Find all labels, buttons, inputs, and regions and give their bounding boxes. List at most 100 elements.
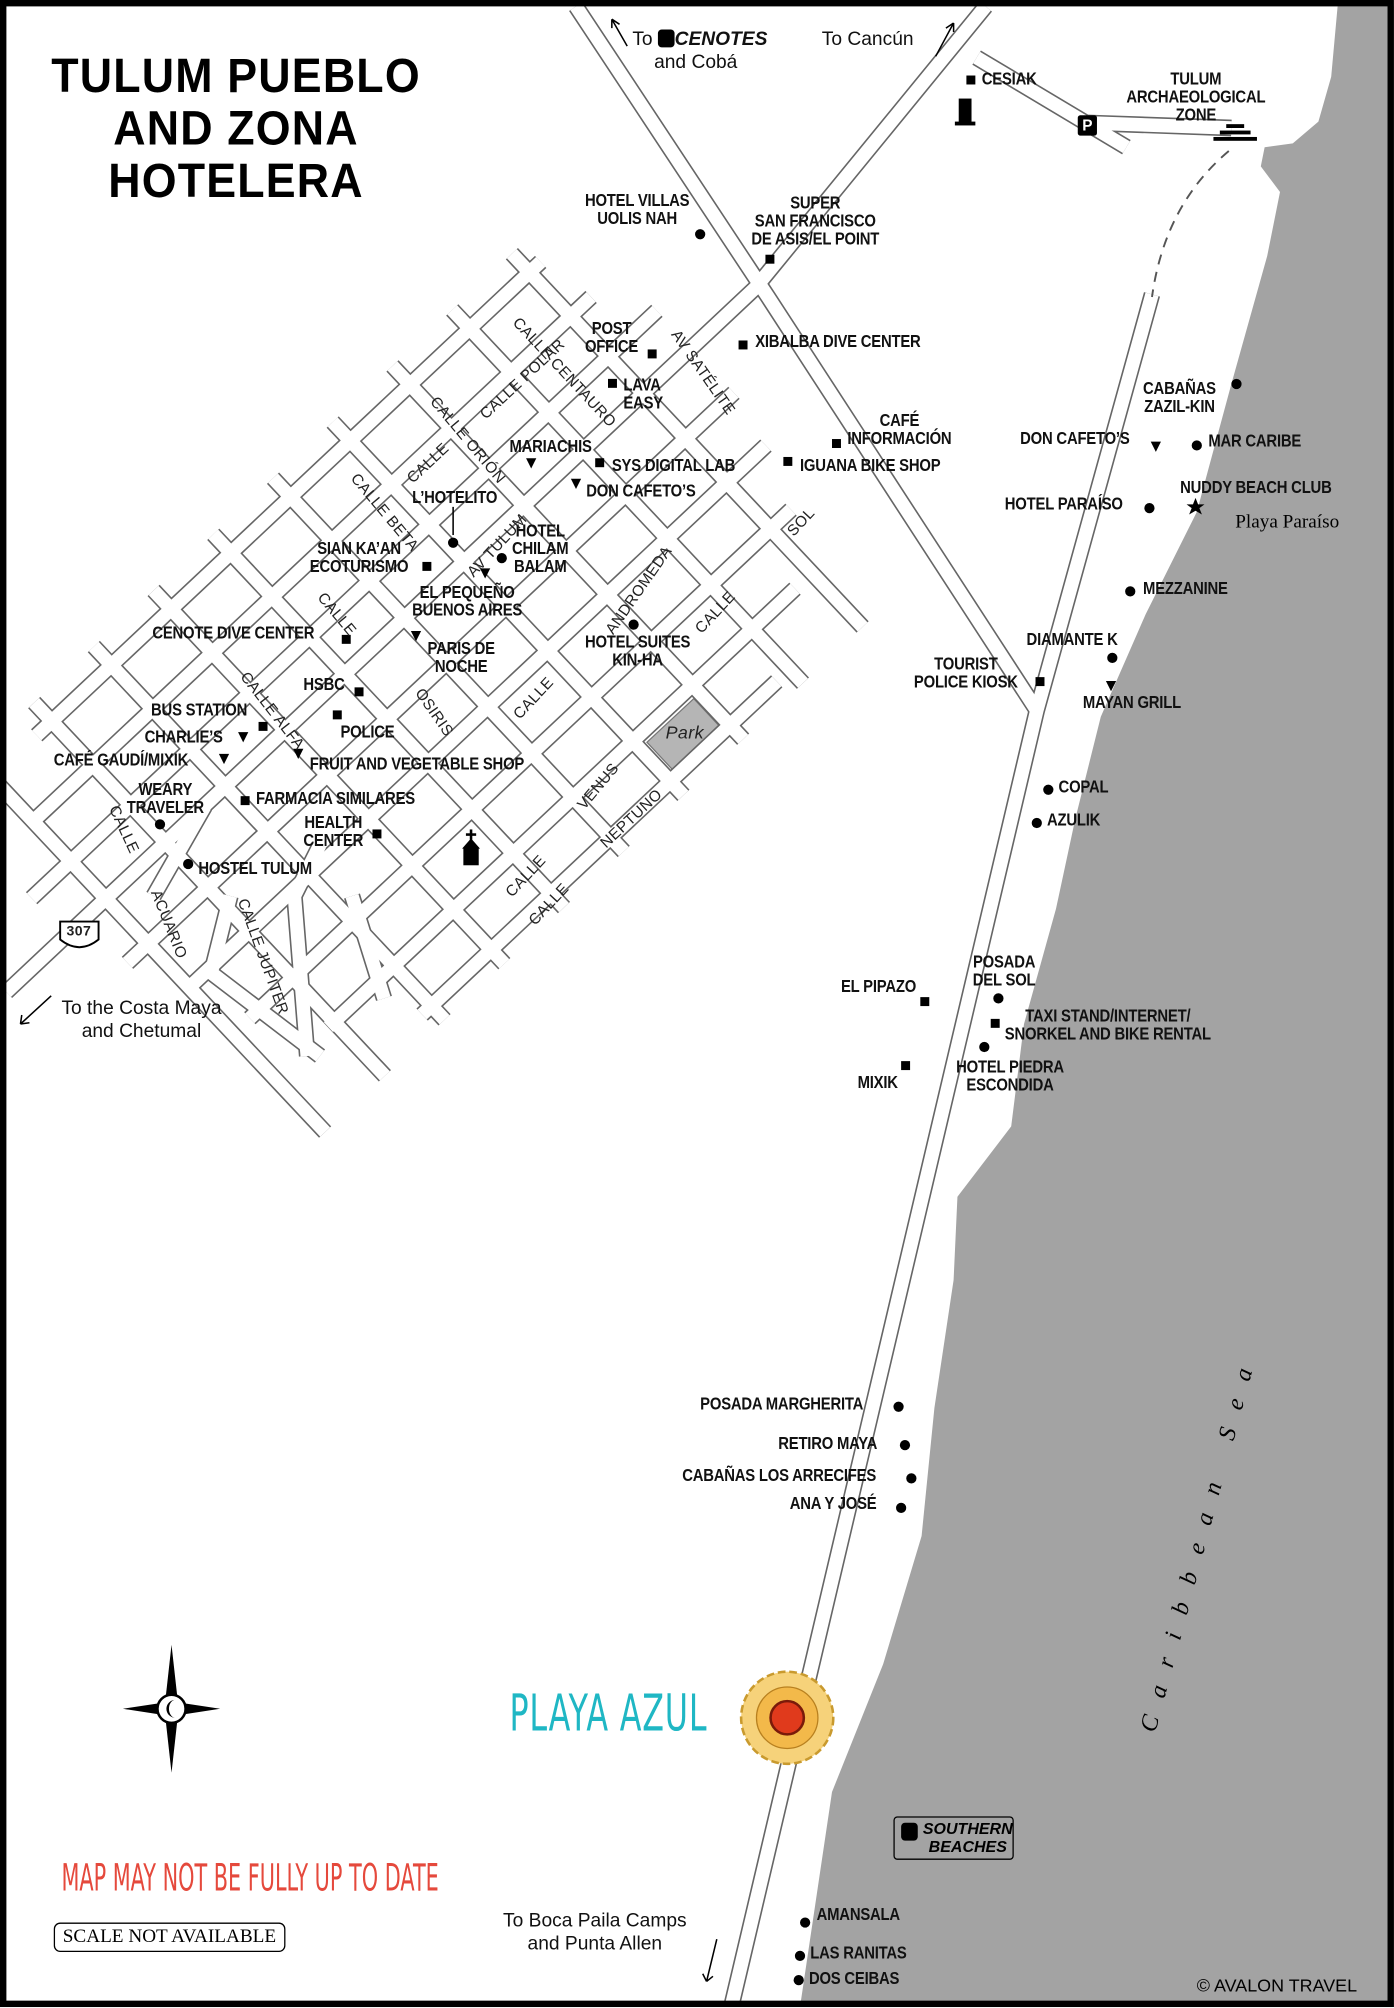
shop-square xyxy=(332,710,342,720)
place-sian-kaan[interactable]: SIAN KA’AN ECOTURISMO xyxy=(309,538,409,576)
place-mayan-grill[interactable]: MAYAN GRILL xyxy=(1082,692,1181,712)
place-amansala[interactable]: AMANSALA xyxy=(816,1904,901,1924)
road xyxy=(208,529,569,913)
place-cafe-gaudi[interactable]: CAFÉ GAUDÍ/MIXIK xyxy=(53,750,189,770)
road xyxy=(417,676,782,1020)
place-cesiak[interactable]: CESIAK xyxy=(981,69,1037,89)
restaurant-triangle xyxy=(410,631,422,642)
shop-square xyxy=(966,75,976,85)
archaeological-zone-label: TULUM ARCHAEOLOGICAL ZONE xyxy=(1126,69,1266,125)
place-cabanas-los-arrecifes[interactable]: CABAÑAS LOS ARRECIFES xyxy=(682,1465,877,1485)
place-tourist-police-kiosk[interactable]: TOURIST POLICE KIOSK xyxy=(913,654,1018,692)
map-credit: © AVALON TRAVEL xyxy=(1196,1975,1358,1996)
to-cenotes-label: To CENOTES xyxy=(632,28,767,51)
shop-square xyxy=(783,456,793,466)
road xyxy=(88,641,450,1025)
road xyxy=(327,417,689,800)
place-mariachis[interactable]: MARIACHIS xyxy=(509,436,592,456)
place-mixik[interactable]: MIXIK xyxy=(857,1072,898,1092)
gas-station-icon xyxy=(954,98,976,126)
place-hotel-piedra-escondida[interactable]: HOTEL PIEDRA ESCONDIDA xyxy=(956,1057,1064,1095)
place-fruit-shop[interactable]: FRUIT AND VEGETABLE SHOP xyxy=(309,753,525,774)
shop-square xyxy=(422,561,432,571)
hotel-dot xyxy=(896,1502,907,1513)
map-title: TULUM PUEBLO AND ZONA HOTELERA xyxy=(51,49,421,209)
place-sys-digital-lab[interactable]: SYS DIGITAL LAB xyxy=(611,455,736,475)
place-hostel-tulum[interactable]: HOSTEL TULUM xyxy=(198,858,312,879)
place-charlies[interactable]: CHARLIE’S xyxy=(144,727,223,747)
hotel-dot xyxy=(1043,784,1054,795)
hotel-dot xyxy=(695,229,706,240)
place-post-office[interactable]: POST OFFICE xyxy=(584,318,639,356)
place-el-pequeno-buenos-aires[interactable]: EL PEQUEÑO BUENOS AIRES xyxy=(412,582,523,620)
road xyxy=(0,776,331,1137)
place-lhotelito[interactable]: L’HOTELITO xyxy=(412,487,498,507)
sun-logo-icon xyxy=(739,1670,835,1766)
place-diamante-k[interactable]: DIAMANTE K xyxy=(1026,629,1118,649)
place-azulik[interactable]: AZULIK xyxy=(1047,810,1101,830)
place-taxi-stand[interactable]: TAXI STAND/INTERNET/ SNORKEL AND BIKE RE… xyxy=(1004,1006,1211,1044)
to-costa-maya-label: To the Costa Maya and Chetumal xyxy=(61,997,222,1042)
caribbean-sea xyxy=(800,6,1394,2008)
place-cabanas-zazil-kin[interactable]: CABAÑAS ZAZIL-KIN xyxy=(1143,378,1216,416)
place-hsbc[interactable]: HSBC xyxy=(303,674,345,694)
place-paris-de-noche[interactable]: PARIS DE NOCHE xyxy=(427,638,496,676)
place-police[interactable]: POLICE xyxy=(340,721,395,742)
place-mar-caribe[interactable]: MAR CARIBE xyxy=(1208,431,1302,451)
to-text: To xyxy=(632,28,653,50)
road xyxy=(26,292,596,828)
place-retiro-maya[interactable]: RETIRO MAYA xyxy=(778,1433,878,1453)
place-chilam-balam[interactable]: HOTEL CHILAM BALAM xyxy=(512,520,569,576)
place-posada-del-sol[interactable]: POSADA DEL SOL xyxy=(972,952,1036,990)
road xyxy=(1087,116,1232,135)
place-dos-ceibas[interactable]: DOS CEIBAS xyxy=(808,1968,900,1988)
place-farmacia[interactable]: FARMACIA SIMILARES xyxy=(256,788,415,808)
restaurant-triangle xyxy=(218,753,230,765)
shop-square xyxy=(595,458,605,468)
restaurant-triangle xyxy=(238,732,249,743)
hotel-dot xyxy=(794,1950,806,1961)
place-el-pipazo[interactable]: EL PIPAZO xyxy=(840,976,917,996)
shop-square xyxy=(240,796,250,806)
place-villas-uolis-nah[interactable]: HOTEL VILLAS UOLIS NAH xyxy=(584,190,690,228)
direction-arrows xyxy=(19,18,955,1983)
place-mezzanine[interactable]: MEZZANINE xyxy=(1143,578,1228,598)
place-xibalba[interactable]: XIBALBA DIVE CENTER xyxy=(755,331,921,351)
place-ana-y-jose[interactable]: ANA Y JOSÉ xyxy=(789,1493,877,1513)
place-don-cafetos-beach[interactable]: DON CAFETO’S xyxy=(1020,428,1130,448)
road xyxy=(122,387,739,968)
hotel-dot xyxy=(1031,817,1042,829)
place-kin-ha[interactable]: HOTEL SUITES KIN-HA xyxy=(584,632,691,670)
road xyxy=(506,249,868,632)
place-nuddy-beach-club[interactable]: NUDDY BEACH CLUB xyxy=(1180,477,1332,497)
place-las-ranitas[interactable]: LAS RANITAS xyxy=(810,1943,907,1963)
place-bus-station[interactable]: BUS STATION xyxy=(151,700,248,720)
place-posada-margherita[interactable]: POSADA MARGHERITA xyxy=(700,1393,864,1414)
cenote-moon-icon xyxy=(901,1822,918,1841)
park-label: Park xyxy=(665,721,704,743)
scale-note: SCALE NOT AVAILABLE xyxy=(53,1922,286,1952)
place-lava-easy[interactable]: LAVA EASY xyxy=(623,375,663,413)
shop-square xyxy=(258,721,268,731)
playa-azul-logo: PLAYA AZUL xyxy=(509,1684,708,1744)
shop-square xyxy=(341,634,351,644)
hotel-dot xyxy=(1107,652,1118,664)
place-cafe-informacion[interactable]: CAFÉ INFORMACIÓN xyxy=(847,410,952,448)
place-weary-traveler[interactable]: WEARY TRAVELER xyxy=(126,779,204,817)
place-health-center[interactable]: HEALTH CENTER xyxy=(303,812,364,850)
place-cenote-dive-center[interactable]: CENOTE DIVE CENTER xyxy=(152,623,315,643)
place-iguana-bike-shop[interactable]: IGUANA BIKE SHOP xyxy=(800,455,941,475)
to-coba-label: and Cobá xyxy=(654,51,738,73)
place-don-cafetos-town[interactable]: DON CAFETO’S xyxy=(586,481,696,501)
hotel-dot xyxy=(979,1041,990,1053)
shop-square xyxy=(765,254,775,264)
place-copal[interactable]: COPAL xyxy=(1058,776,1109,797)
place-hotel-paraiso[interactable]: HOTEL PARAÍSO xyxy=(1004,494,1123,514)
place-super-san-francisco[interactable]: SUPER SAN FRANCISCO DE ASIS/EL POINT xyxy=(751,193,880,249)
hotel-dot xyxy=(183,858,194,870)
hotel-dot xyxy=(448,537,459,548)
to-cancun-label: To Cancún xyxy=(821,28,914,50)
star-icon xyxy=(1186,497,1205,515)
cenote-moon-icon xyxy=(657,29,675,48)
